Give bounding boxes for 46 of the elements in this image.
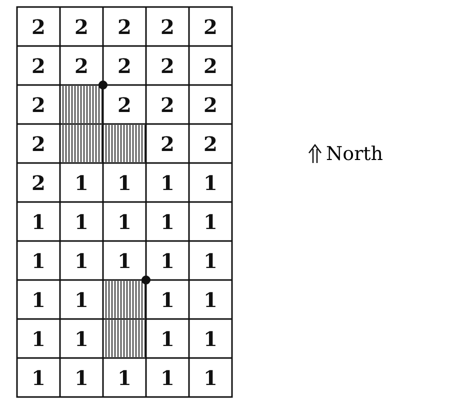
cell-value: 1 — [160, 286, 176, 313]
cell-value: 1 — [74, 170, 90, 196]
cell-value: 1 — [160, 364, 176, 391]
cell-value: 2 — [30, 52, 46, 79]
cell-value: 1 — [160, 326, 176, 352]
cell-value: 2 — [74, 52, 90, 79]
cell-value: 1 — [116, 248, 132, 274]
cell-value: 1 — [30, 248, 46, 274]
cell-value: 1 — [116, 208, 132, 235]
direction-label: North — [326, 143, 384, 165]
cell-value: 1 — [74, 326, 90, 352]
cell-value: 2 — [116, 92, 132, 118]
cell-value: 2 — [30, 170, 46, 196]
cell-value: 2 — [74, 14, 90, 40]
cell-value: 1 — [74, 286, 90, 313]
cell-value: 2 — [30, 92, 46, 118]
cell-value: 1 — [74, 364, 90, 391]
cell-value: 1 — [202, 364, 218, 391]
cell-value: 1 — [74, 248, 90, 274]
cell-value: 2 — [160, 130, 176, 157]
cell-value: 2 — [116, 52, 132, 79]
cell-value: 1 — [202, 248, 218, 274]
cell-value: 1 — [202, 326, 218, 352]
cell-value: 1 — [202, 286, 218, 313]
cell-value: 1 — [30, 208, 46, 235]
cell-value: 1 — [160, 208, 176, 235]
cell-value: 1 — [160, 248, 176, 274]
cell-value: 1 — [116, 364, 132, 391]
cell-value: 2 — [160, 52, 176, 79]
cell-value: 2 — [116, 14, 132, 40]
cell-value: 2 — [202, 14, 218, 40]
cell-value: 2 — [30, 130, 46, 157]
cell-value: 2 — [202, 52, 218, 79]
cell-value: 1 — [202, 208, 218, 235]
cell-value: 2 — [202, 130, 218, 157]
cell-value: 2 — [202, 92, 218, 118]
cell-value: 2 — [160, 14, 176, 40]
cell-value: 1 — [30, 286, 46, 313]
cell-value: 2 — [160, 92, 176, 118]
cell-value: 1 — [160, 170, 176, 196]
cell-value: 1 — [202, 170, 218, 196]
cell-value: 1 — [74, 208, 90, 235]
cell-value: 1 — [30, 364, 46, 391]
cell-value: 1 — [116, 170, 132, 196]
cell-value: 2 — [30, 14, 46, 40]
cell-value: 1 — [30, 326, 46, 352]
